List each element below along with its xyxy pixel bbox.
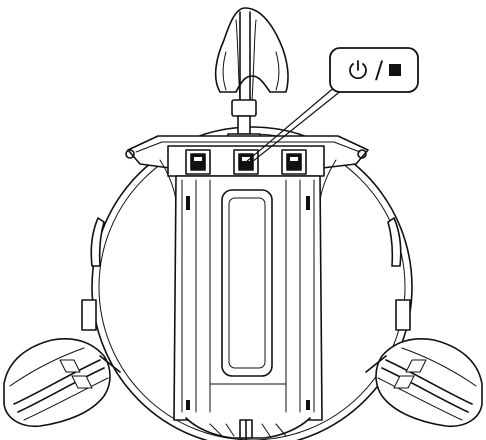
bottom-feet bbox=[185, 417, 311, 440]
callout-box bbox=[329, 47, 419, 93]
side-clips bbox=[81, 217, 411, 331]
right-propeller bbox=[365, 338, 483, 428]
callout-separator: / bbox=[374, 56, 384, 84]
power-icon bbox=[349, 60, 367, 80]
button-left bbox=[185, 149, 211, 175]
central-chassis bbox=[173, 175, 323, 421]
button-right bbox=[281, 149, 307, 175]
top-propeller bbox=[214, 7, 289, 145]
center-window bbox=[221, 189, 273, 377]
callout-label: / bbox=[330, 48, 418, 92]
button-row bbox=[167, 145, 325, 177]
stop-icon bbox=[389, 64, 402, 76]
left-propeller bbox=[3, 338, 121, 428]
callout-leader bbox=[245, 85, 343, 163]
